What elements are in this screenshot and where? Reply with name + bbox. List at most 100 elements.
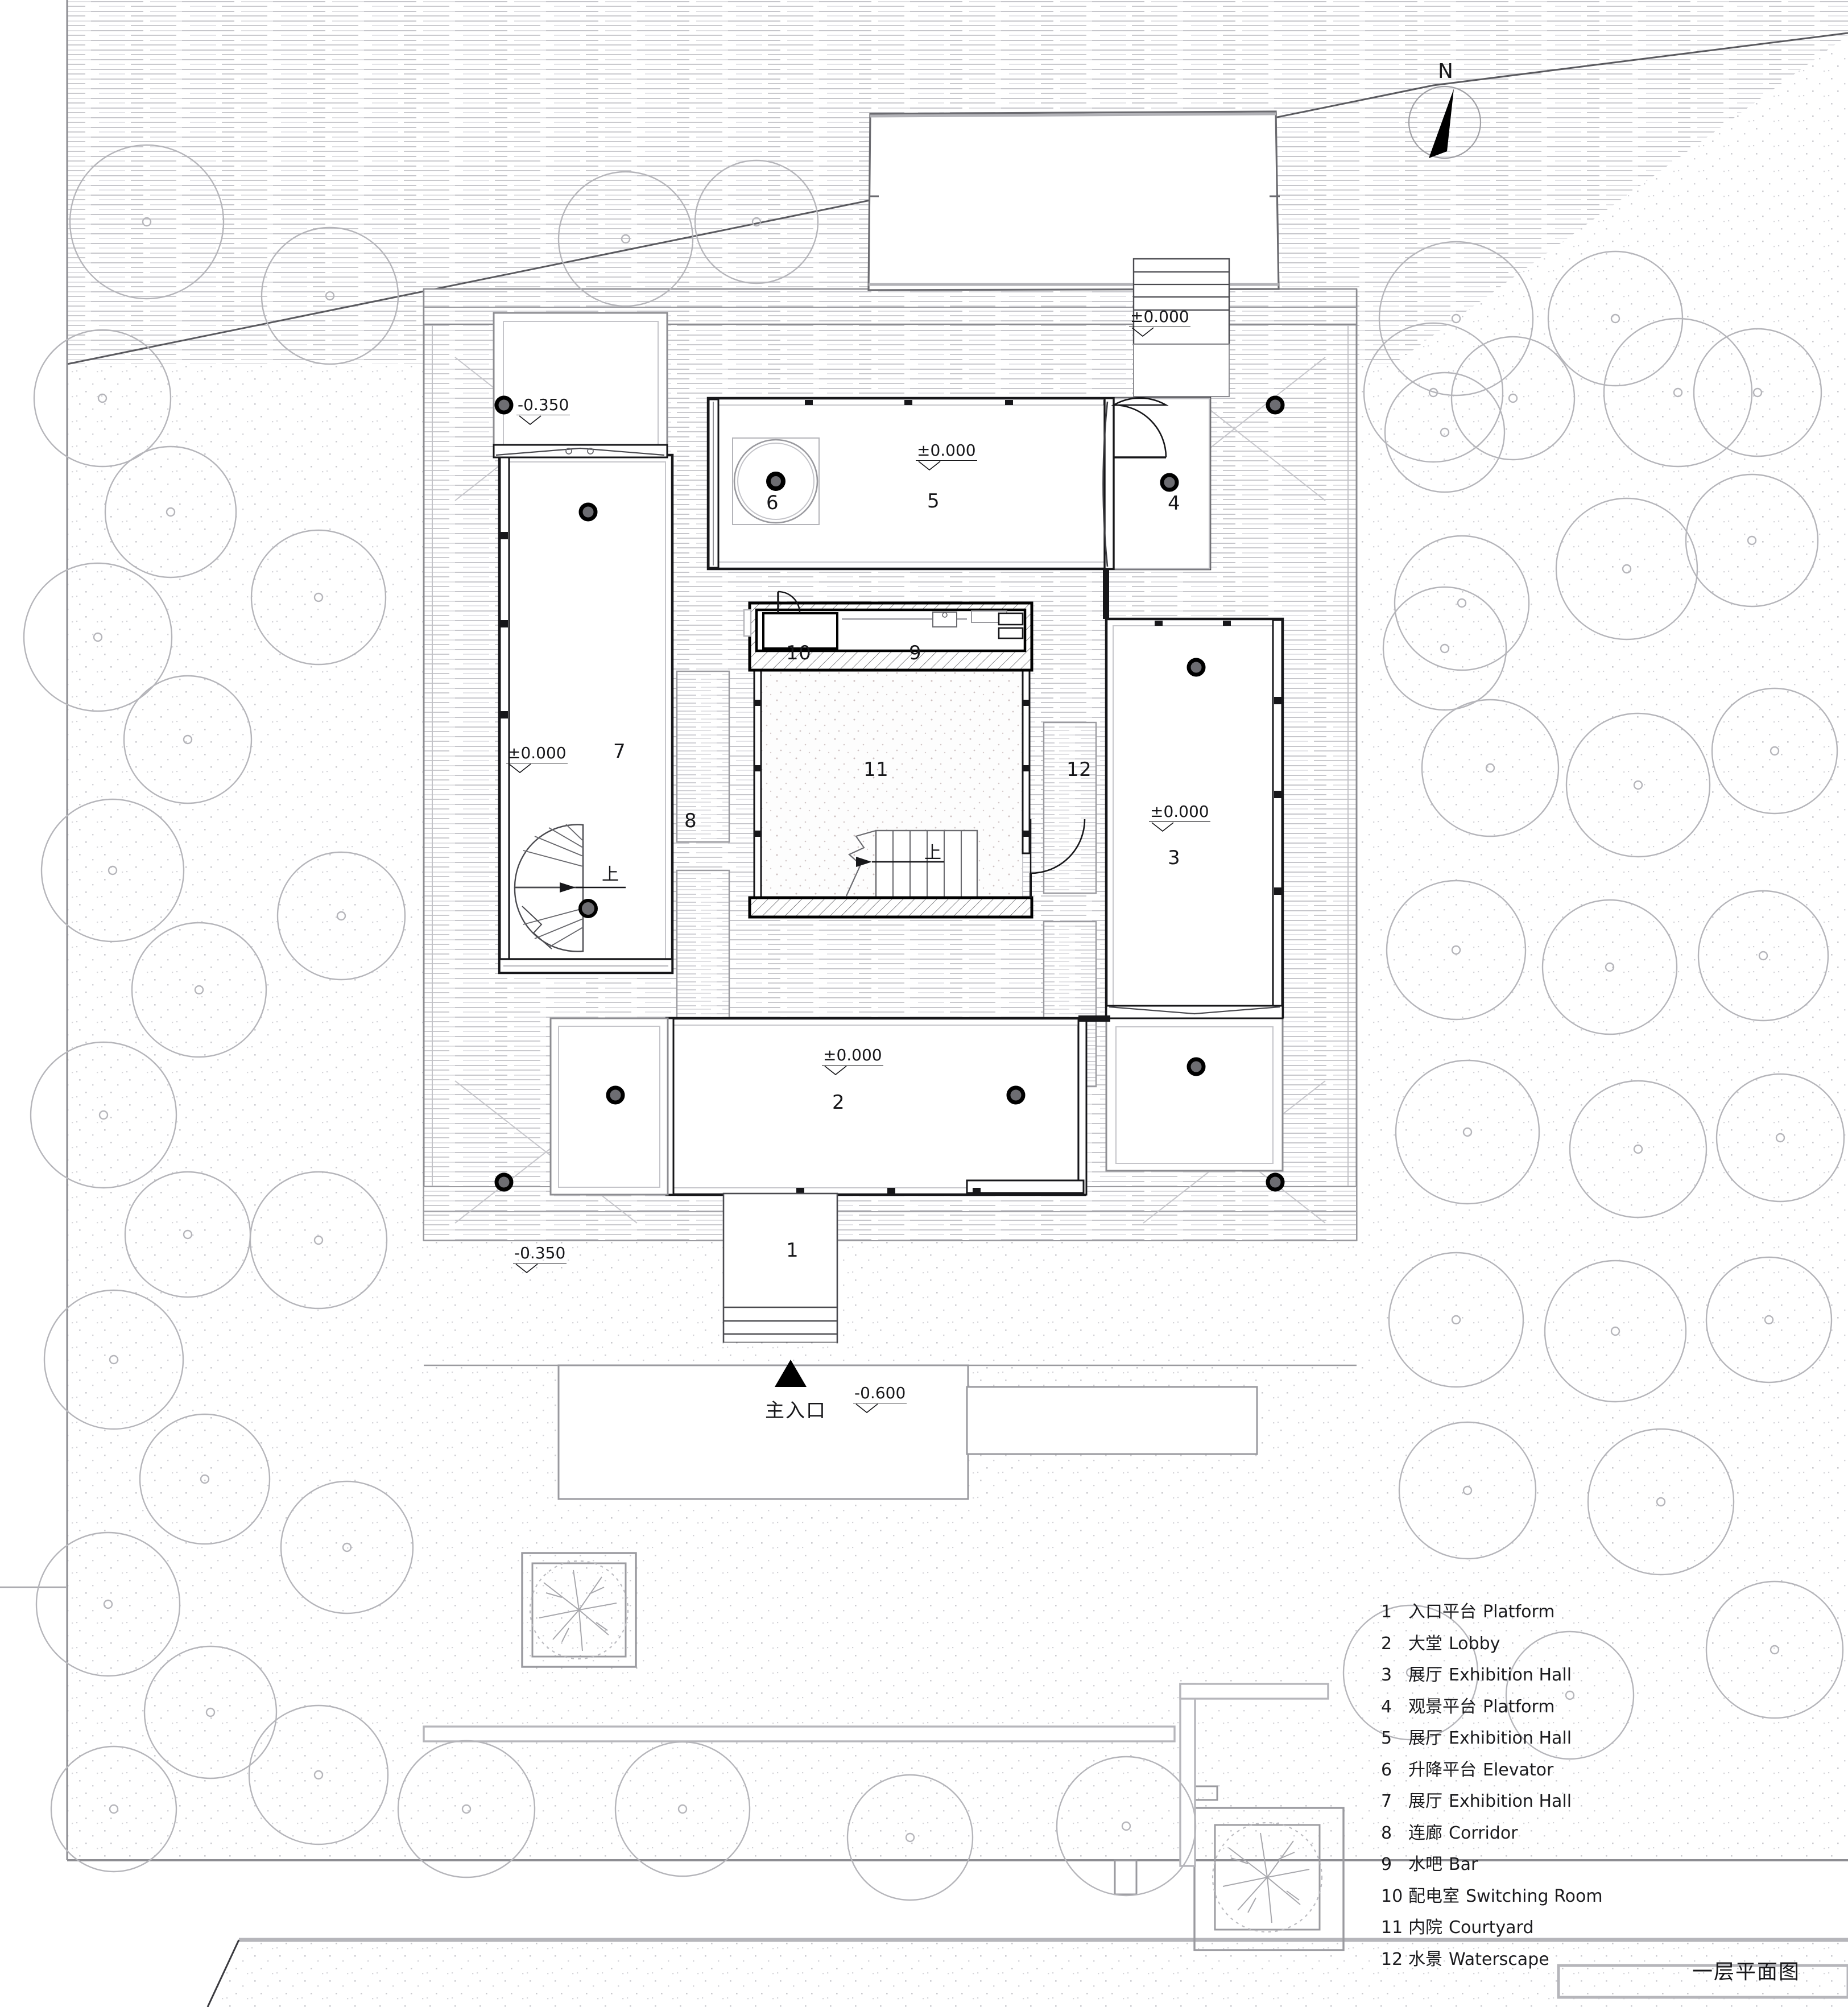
room-label-10: 10 — [786, 642, 812, 664]
legend-label-cn: 配电室 — [1408, 1886, 1460, 1906]
legend-item: 8 连廊 Corridor — [1381, 1818, 1700, 1849]
room-label-8: 8 — [684, 810, 697, 832]
room-label-6: 6 — [766, 492, 779, 514]
elevation-marker-main-entrance: -0.600 — [853, 1384, 907, 1413]
specimen-tree-symbols — [529, 1560, 1323, 1933]
elevation-value: ±0.000 — [506, 744, 568, 763]
legend-label-en: Bar — [1449, 1855, 1478, 1874]
legend-item: 3 展厅 Exhibition Hall — [1381, 1659, 1700, 1691]
elevation-value: ±0.000 — [1129, 307, 1190, 327]
elevation-value: -0.350 — [513, 1244, 567, 1263]
survey-point-markers — [494, 395, 1285, 1192]
site-trees — [23, 144, 1845, 1901]
stair-up-label-west: 上 — [602, 865, 619, 885]
legend-label-en: Switching Room — [1466, 1886, 1603, 1906]
north-wing — [706, 397, 1212, 619]
legend-number: 2 — [1381, 1633, 1392, 1654]
elevation-marker-hall3: ±0.000 — [1149, 802, 1210, 832]
room-label-5: 5 — [927, 490, 940, 513]
legend-item: 1 入口平台 Platform — [1381, 1596, 1700, 1628]
legend-number: 6 — [1381, 1760, 1392, 1780]
elevation-triangle-icon — [824, 1066, 847, 1075]
elevation-marker-north-platform: ±0.000 — [1129, 307, 1190, 337]
central-courtyard-block — [743, 590, 1086, 919]
north-arrow-icon — [1408, 85, 1482, 159]
east-wing-hall3 — [1105, 617, 1284, 1172]
elevation-marker-hall5: ±0.000 — [916, 441, 977, 470]
corridor-8 — [676, 670, 730, 1042]
legend-label-cn: 内院 — [1408, 1918, 1442, 1938]
legend-item: 6 升降平台 Elevator — [1381, 1754, 1700, 1786]
elevation-value: ±0.000 — [822, 1046, 883, 1066]
elevation-triangle-icon — [918, 461, 941, 470]
legend-label-cn: 水景 — [1408, 1949, 1442, 1969]
legend-label-cn: 观景平台 — [1408, 1696, 1477, 1717]
elevation-triangle-icon — [1151, 822, 1174, 832]
legend-item: 2 大堂 Lobby — [1381, 1628, 1700, 1660]
legend-number: 12 — [1381, 1949, 1403, 1969]
legend-item: 9 水吧 Bar — [1381, 1849, 1700, 1881]
legend-label-cn: 展厅 — [1408, 1728, 1442, 1748]
legend-label-cn: 连廊 — [1408, 1823, 1442, 1843]
legend-label-en: Waterscape — [1449, 1949, 1549, 1969]
main-entrance-label: 主入口 — [765, 1399, 826, 1422]
room-label-4: 4 — [1168, 492, 1181, 515]
elevation-triangle-icon — [1131, 327, 1154, 337]
legend-item: 5 展厅 Exhibition Hall — [1381, 1723, 1700, 1754]
entrance-platform-1 — [424, 1192, 1357, 1690]
legend-label-cn: 升降平台 — [1408, 1760, 1477, 1780]
legend-number: 1 — [1381, 1602, 1392, 1622]
legend-label-en: Lobby — [1449, 1633, 1500, 1654]
room-label-11: 11 — [863, 758, 889, 781]
elevation-value: ±0.000 — [916, 441, 977, 461]
legend-label-en: Exhibition Hall — [1449, 1728, 1572, 1748]
legend-label-en: Exhibition Hall — [1449, 1791, 1572, 1811]
legend-item: 11 内院 Courtyard — [1381, 1912, 1700, 1944]
stair-up-label-courtyard: 上 — [924, 843, 941, 863]
room-label-1: 1 — [786, 1239, 799, 1262]
room-label-3: 3 — [1168, 846, 1181, 869]
room-label-7: 7 — [613, 740, 626, 763]
legend: 1 入口平台 Platform 2 大堂 Lobby 3 展厅 Exhibiti… — [1381, 1596, 1700, 1975]
elevation-triangle-icon — [519, 415, 541, 425]
north-direction-label: N — [1438, 60, 1453, 83]
legend-label-en: Courtyard — [1449, 1918, 1534, 1938]
elevation-triangle-icon — [855, 1403, 878, 1413]
legend-label-cn: 大堂 — [1408, 1633, 1442, 1654]
south-site-elements — [423, 1552, 1345, 1951]
legend-number: 10 — [1381, 1886, 1403, 1906]
legend-number: 5 — [1381, 1728, 1392, 1748]
legend-label-cn: 入口平台 — [1408, 1602, 1477, 1622]
elevation-value: -0.350 — [516, 395, 570, 415]
drawing-title: 一层平面图 — [1692, 1960, 1801, 1984]
north-existing-building — [867, 110, 1280, 291]
legend-label-cn: 展厅 — [1408, 1665, 1442, 1685]
room-label-2: 2 — [832, 1091, 845, 1114]
elevation-value: -0.600 — [853, 1384, 907, 1403]
courtyard-stair — [845, 829, 978, 899]
legend-number: 9 — [1381, 1855, 1392, 1874]
legend-number: 7 — [1381, 1791, 1392, 1811]
elevation-triangle-icon — [515, 1263, 538, 1273]
legend-number: 4 — [1381, 1696, 1392, 1717]
spiral-stair-west — [514, 824, 626, 952]
legend-label-cn: 水吧 — [1408, 1855, 1442, 1874]
legend-item: 12 水景 Waterscape — [1381, 1944, 1700, 1976]
legend-number: 11 — [1381, 1918, 1403, 1938]
legend-item: 10 配电室 Switching Room — [1381, 1881, 1700, 1913]
west-wing-hall7 — [493, 312, 674, 974]
elevation-marker-lobby: ±0.000 — [822, 1046, 883, 1075]
elevation-marker-hall7: ±0.000 — [506, 744, 568, 773]
legend-item: 7 展厅 Exhibition Hall — [1381, 1786, 1700, 1818]
room-label-12: 12 — [1066, 758, 1092, 781]
legend-number: 3 — [1381, 1665, 1392, 1685]
north-platform-steps — [1132, 258, 1230, 397]
elevation-value: ±0.000 — [1149, 802, 1210, 822]
elevation-marker-nw-court: -0.350 — [516, 395, 570, 425]
south-wing-lobby — [549, 1015, 1110, 1224]
legend-label-en: Exhibition Hall — [1449, 1665, 1572, 1685]
legend-number: 8 — [1381, 1823, 1392, 1843]
legend-label-en: Platform — [1483, 1602, 1555, 1622]
